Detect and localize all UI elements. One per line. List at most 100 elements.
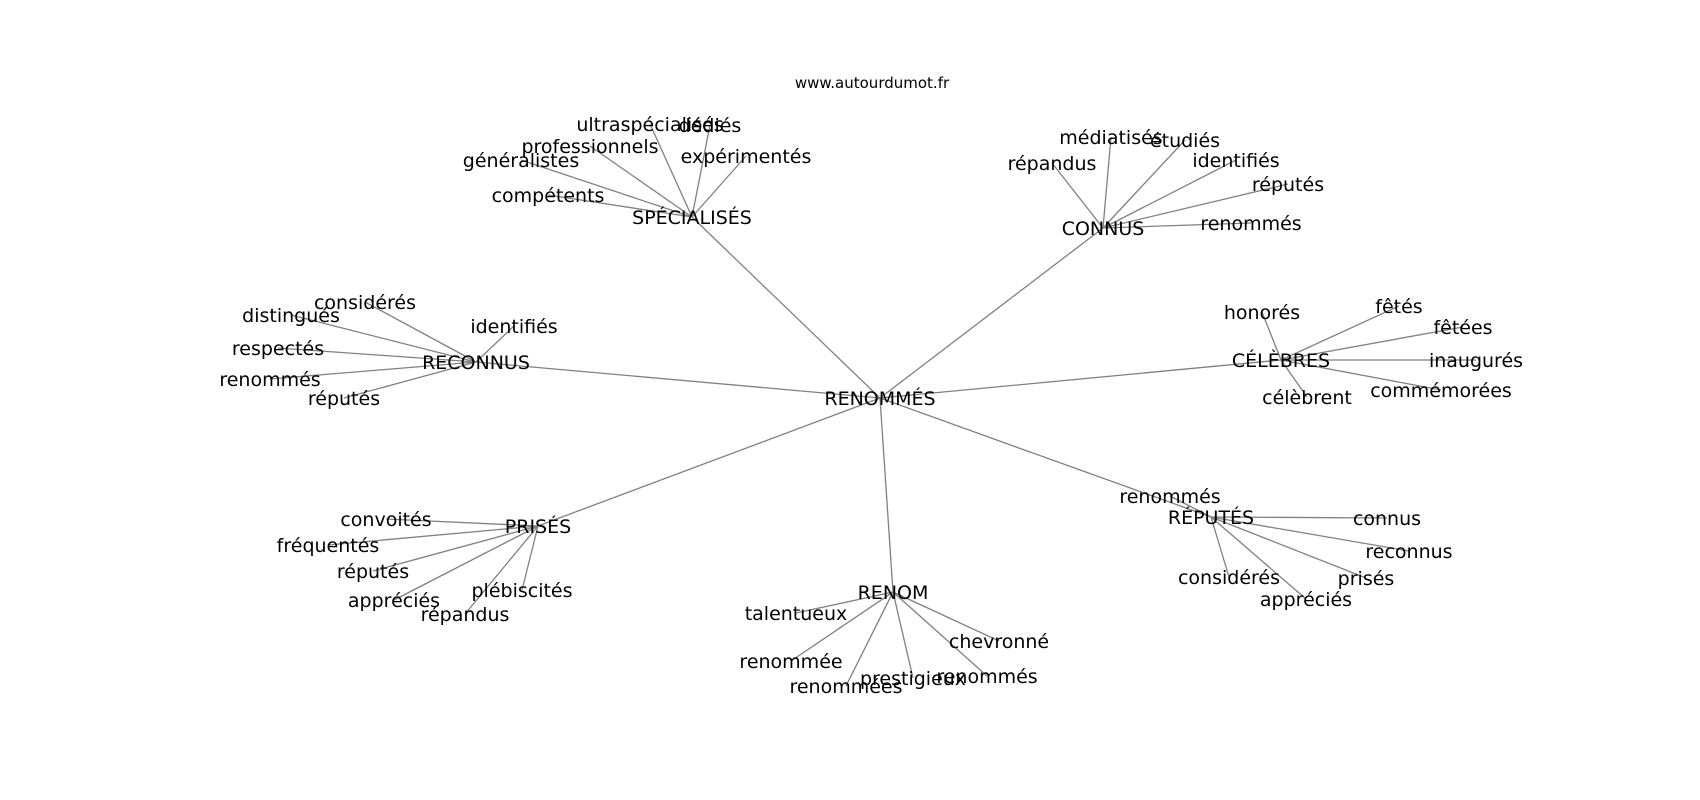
leaf-node: renommée xyxy=(739,651,842,673)
leaf-node: chevronné xyxy=(949,631,1049,653)
edge-connus-leaf xyxy=(1102,222,1252,229)
leaf-node: renommés xyxy=(1119,486,1220,508)
edges-layer xyxy=(269,123,1476,687)
leaf-node: étudiés xyxy=(1150,130,1220,152)
edge-reconnus-leaf xyxy=(277,347,477,363)
edge-prises-leaf xyxy=(464,525,539,615)
leaf-node: considérés xyxy=(1178,567,1280,589)
edge-specialises-leaf xyxy=(520,159,693,218)
edge-prises-leaf xyxy=(385,518,539,527)
edge-reputes-leaf xyxy=(1210,516,1307,600)
leaf-node: réputés xyxy=(1252,174,1324,196)
labels-layer: www.autourdumot.fr RENOMMÉS SPÉCIALISÉS co… xyxy=(219,74,1523,698)
leaf-node: fréquentés xyxy=(277,535,380,557)
edge-renom-leaf xyxy=(845,591,894,687)
edge-connus-leaf xyxy=(1051,162,1104,229)
leaf-node: fêtées xyxy=(1433,317,1492,339)
edge-celebres-leaf xyxy=(1280,359,1442,391)
edge-prises-leaf xyxy=(521,525,539,591)
edge-specialises-leaf xyxy=(691,155,747,218)
leaf-node: fêtés xyxy=(1375,296,1422,318)
leaf-node: médiatisés xyxy=(1059,127,1162,149)
leaf-node: distingués xyxy=(242,305,340,327)
cluster-node-specialises: SPÉCIALISÉS xyxy=(632,206,752,229)
leaf-node: généralistes xyxy=(463,150,579,172)
leaf-node: répandus xyxy=(1008,153,1097,175)
leaf-node: plébiscités xyxy=(471,580,572,602)
leaf-node: professionnels xyxy=(521,136,658,158)
edge-renom-leaf xyxy=(795,591,894,614)
leaf-node: identifiés xyxy=(1192,150,1279,172)
edge-center-renom xyxy=(879,397,894,593)
leaf-node: identifiés xyxy=(470,316,557,338)
edge-connus-leaf xyxy=(1102,183,1289,229)
cluster-node-connus: CONNUS xyxy=(1062,218,1145,240)
edge-center-specialises xyxy=(691,216,881,399)
cluster-node-prises: PRISÉS xyxy=(505,515,571,538)
edge-connus-leaf xyxy=(1102,159,1237,229)
edge-center-celebres xyxy=(879,359,1282,399)
edge-renom-leaf xyxy=(892,591,1000,642)
edge-reputes-leaf xyxy=(1210,516,1410,552)
leaf-node: considérés xyxy=(314,292,416,314)
leaf-node: réputés xyxy=(308,388,380,410)
cluster-node-celebres: CÉLÈBRES xyxy=(1232,349,1330,372)
leaf-node: inaugurés xyxy=(1429,350,1523,372)
edge-center-reconnus xyxy=(475,361,881,399)
edge-specialises-leaf xyxy=(691,124,711,218)
leaf-node: appréciés xyxy=(348,590,440,612)
edge-reconnus-leaf xyxy=(343,361,477,399)
leaf-node: renommés xyxy=(1200,213,1301,235)
leaf-node: reconnus xyxy=(1365,541,1452,563)
leaf-node: talentueux xyxy=(745,603,848,625)
leaf-node: compétents xyxy=(492,185,605,207)
leaf-node: prestigieux xyxy=(860,668,966,690)
leaf-node: répandus xyxy=(421,604,510,626)
leaf-node: connus xyxy=(1353,508,1421,530)
cluster-node-reconnus: RECONNUS xyxy=(422,352,530,374)
edge-prises-leaf xyxy=(372,525,539,572)
edge-connus-leaf xyxy=(1102,136,1112,229)
leaf-node: réputés xyxy=(337,561,409,583)
edge-celebres-leaf xyxy=(1280,326,1464,361)
leaf-node: dédiés xyxy=(679,115,742,137)
edge-reputes-leaf xyxy=(1210,516,1367,579)
edge-center-reputes xyxy=(879,397,1212,518)
leaf-node: ultraspécialisés xyxy=(576,114,723,136)
edge-renom-leaf xyxy=(892,591,914,679)
edge-specialises-leaf xyxy=(589,145,693,218)
leaf-node: célèbrent xyxy=(1262,387,1352,409)
edge-reconnus-leaf xyxy=(290,314,477,363)
leaf-node: renommées xyxy=(789,676,902,698)
edge-prises-leaf xyxy=(327,525,539,546)
edge-prises-leaf xyxy=(393,525,539,601)
edge-reputes-leaf xyxy=(1210,516,1230,578)
cluster-node-renom: RENOM xyxy=(858,582,929,604)
edge-reputes-leaf xyxy=(1210,516,1388,519)
leaf-node: renommés xyxy=(936,666,1037,688)
edge-reputes-leaf xyxy=(1169,495,1212,518)
leaf-node: renommés xyxy=(219,369,320,391)
edge-specialises-leaf xyxy=(547,194,693,218)
edge-specialises-leaf xyxy=(649,123,693,218)
edge-reconnus-leaf xyxy=(475,325,515,363)
edge-celebres-leaf xyxy=(1261,311,1282,361)
edge-reconnus-leaf xyxy=(364,301,477,363)
edge-renom-leaf xyxy=(892,591,988,677)
leaf-node: appréciés xyxy=(1260,589,1352,611)
source-watermark: www.autourdumot.fr xyxy=(795,74,950,92)
edge-reconnus-leaf xyxy=(269,361,477,380)
leaf-node: expérimentés xyxy=(681,146,812,168)
edge-center-prises xyxy=(537,397,881,527)
cluster-node-reputes: RÉPUTÉS xyxy=(1168,506,1254,529)
edge-center-connus xyxy=(879,227,1104,399)
leaf-node: prisés xyxy=(1338,568,1395,590)
leaf-node: convoités xyxy=(340,509,431,531)
edge-celebres-leaf xyxy=(1280,359,1308,398)
edge-renom-leaf xyxy=(790,591,894,662)
edge-connus-leaf xyxy=(1102,139,1186,229)
edge-celebres-leaf xyxy=(1280,305,1400,361)
center-node: RENOMMÉS xyxy=(824,387,935,410)
leaf-node: commémorées xyxy=(1370,380,1512,402)
